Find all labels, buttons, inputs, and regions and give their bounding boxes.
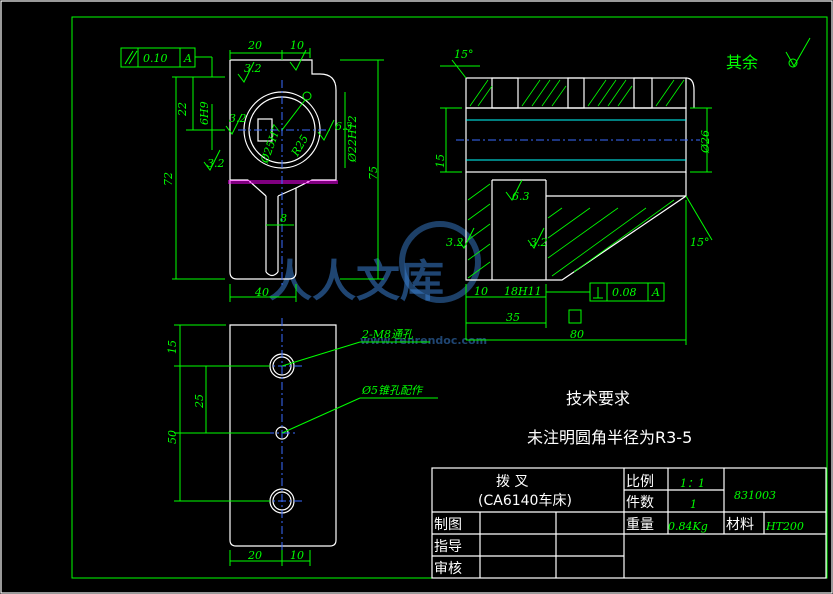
watermark: 人人文库 www.renrendoc.com	[268, 221, 487, 347]
ra-front-1: 3.2	[244, 62, 262, 75]
dim-front-r25: R25	[288, 133, 311, 160]
dim-side-80: 80	[570, 328, 584, 341]
ra-side-1: 6.3	[512, 190, 530, 203]
dim-front-8: 8	[280, 212, 287, 225]
side-section-view: 15° 15° Ø26 15 10 18H11 35 80 6.3 3.2 3.…	[434, 48, 713, 345]
qty-value: 1	[690, 498, 697, 511]
parallel-datum: A	[183, 52, 192, 65]
ra-side-3: 3.2	[530, 236, 548, 249]
scale-value: 1：1	[680, 477, 705, 490]
drawing-no: 831003	[734, 489, 776, 502]
dim-side-10: 10	[474, 285, 488, 298]
reviewed-by: 审核	[434, 561, 462, 577]
hole-note-taper: Ø5锥孔配作	[361, 384, 424, 397]
watermark-text: 人人文库	[268, 256, 444, 307]
ra-front-3: 3.2	[207, 157, 225, 170]
tech-title: 技术要求	[566, 389, 630, 408]
material-value: HT200	[765, 520, 804, 533]
parallel-tolerance-frame: 0.10 A	[120, 47, 213, 77]
dim-side-15: 15	[434, 154, 447, 168]
hole-note-m8: 2-M8通孔	[361, 328, 414, 341]
dim-bottom-50: 50	[166, 430, 179, 444]
ra-front-4: 6.3	[335, 120, 353, 133]
watermark-url: www.renrendoc.com	[360, 334, 487, 347]
dim-side-18h11: 18H11	[504, 285, 542, 298]
tech-note: 未注明圆角半径为R3-5	[527, 428, 692, 447]
title-block: 拨 叉 (CA6140车床) 比例 1：1 件数 1 831003 重量 0.8…	[431, 467, 827, 579]
dim-bottom-25: 25	[193, 394, 206, 409]
dim-side-15-top: 15°	[454, 48, 474, 61]
top-view: 15 25 50 20 10 2-M8通孔 Ø5锥孔配作	[166, 318, 438, 566]
material-label: 材料	[726, 517, 754, 533]
roughness-rest: 其余	[726, 37, 811, 72]
drawn-by: 制图	[434, 517, 462, 533]
dim-front-22h12: Ø22H12	[346, 115, 359, 163]
weight-label: 重量	[626, 517, 654, 533]
dim-front-40: 40	[254, 286, 269, 299]
weight-value: 0.84Kg	[668, 520, 708, 533]
perp-datum: A	[651, 286, 660, 299]
parallel-value: 0.10	[143, 52, 168, 65]
guided-by: 指导	[434, 539, 462, 555]
machine-name: (CA6140车床)	[478, 492, 572, 509]
ra-side-2: 3.2	[446, 236, 464, 249]
dim-front-10: 10	[290, 39, 304, 52]
dim-side-26: Ø26	[699, 130, 712, 154]
dim-bottom-10: 10	[290, 549, 304, 562]
dim-bottom-15: 15	[166, 340, 179, 354]
dim-bottom-20: 20	[247, 549, 262, 562]
dim-front-6h9: 6H9	[198, 101, 211, 125]
front-view: 20 10 72 22 6H9 75 Ø22H12 Ø25H7 R25 40 8…	[120, 39, 384, 302]
roughness-rest-label: 其余	[726, 53, 758, 72]
qty-label: 件数	[626, 495, 654, 511]
perp-value: 0.08	[612, 286, 637, 299]
dim-side-15-bot: 15°	[690, 236, 710, 249]
ra-front-2: 3.2	[229, 112, 247, 125]
dim-front-75: 75	[367, 166, 380, 180]
dim-front-20: 20	[247, 39, 262, 52]
perp-tolerance-frame: 0.08 A	[546, 282, 665, 302]
dim-front-72: 72	[162, 172, 175, 186]
dim-front-22: 22	[176, 102, 189, 117]
dim-side-35: 35	[506, 311, 520, 324]
part-name: 拨 叉	[496, 474, 528, 490]
scale-label: 比例	[626, 474, 654, 490]
